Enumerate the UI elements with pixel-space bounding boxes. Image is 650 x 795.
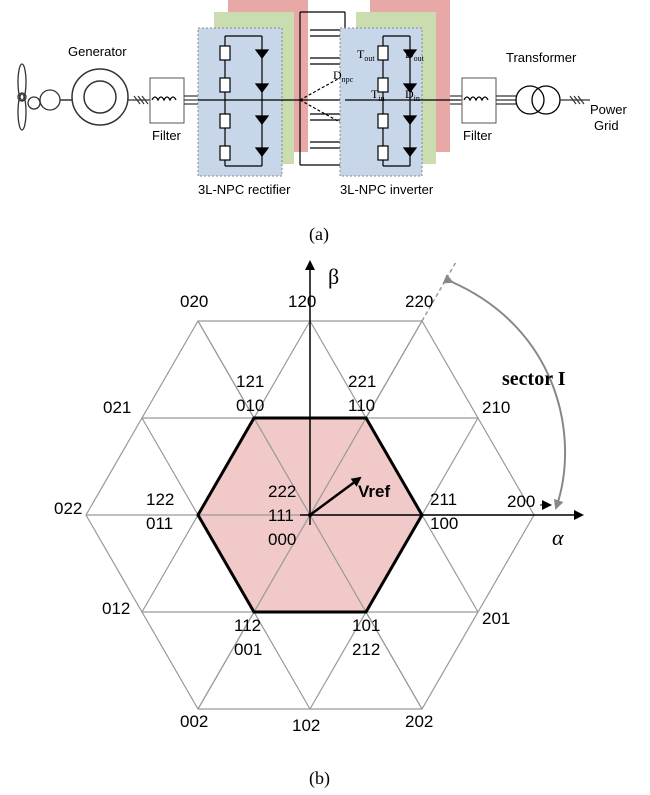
rectifier-phase-a-panel bbox=[197, 27, 283, 177]
code-011: 011 bbox=[146, 514, 173, 533]
panel-a-schematic: Generator Filter bbox=[17, 0, 628, 245]
d-out-label: Dout bbox=[405, 47, 425, 63]
code-121: 121 bbox=[236, 372, 264, 391]
inverter-switches bbox=[345, 35, 460, 167]
d-npc-label: Dnpc bbox=[333, 68, 354, 84]
code-101: 101 bbox=[352, 616, 380, 635]
code-111: 111 bbox=[268, 506, 294, 525]
code-110: 110 bbox=[348, 396, 375, 415]
t-in-label: Tin bbox=[371, 87, 385, 103]
rectifier-label: 3L-NPC rectifier bbox=[198, 182, 291, 197]
generator-icon bbox=[60, 68, 129, 126]
code-112: 112 bbox=[234, 616, 261, 635]
t-out-label: Tout bbox=[357, 47, 375, 63]
transformer-icon bbox=[515, 85, 561, 115]
right-filter-icon bbox=[461, 77, 497, 124]
grid-label-line2: Grid bbox=[594, 118, 619, 133]
sector-arc-arrow bbox=[442, 274, 566, 510]
sector-label: sector I bbox=[502, 368, 566, 390]
code-002: 002 bbox=[180, 712, 208, 731]
d-in-label: Din bbox=[405, 87, 420, 103]
code-202: 202 bbox=[405, 712, 433, 731]
wind-turbine-icon bbox=[17, 63, 61, 131]
code-212: 212 bbox=[352, 640, 380, 659]
code-022: 022 bbox=[54, 499, 82, 518]
code-010: 010 bbox=[236, 396, 264, 415]
vref-vector-arrow bbox=[309, 476, 362, 517]
code-020: 020 bbox=[180, 292, 208, 311]
filter-right-label: Filter bbox=[463, 128, 493, 143]
sector-boundary-dashed bbox=[421, 261, 457, 322]
rectifier-switches bbox=[198, 35, 300, 167]
left-filter-icon bbox=[149, 77, 185, 124]
beta-label: β bbox=[328, 264, 339, 289]
panel-b-space-vector-diagram: β α sector I Vref 222 111 000 020 120 22… bbox=[54, 260, 584, 789]
caption-a: (a) bbox=[309, 224, 329, 245]
code-001: 001 bbox=[234, 640, 262, 659]
origin-dot bbox=[308, 513, 312, 517]
code-021: 021 bbox=[103, 398, 131, 417]
code-122: 122 bbox=[146, 490, 174, 509]
code-102: 102 bbox=[292, 716, 320, 735]
inverter-label: 3L-NPC inverter bbox=[340, 182, 434, 197]
code-222: 222 bbox=[268, 482, 296, 501]
alpha-label: α bbox=[552, 525, 564, 550]
code-000: 000 bbox=[268, 530, 296, 549]
code-220: 220 bbox=[405, 292, 433, 311]
code-201: 201 bbox=[482, 609, 510, 628]
code-211: 211 bbox=[430, 490, 457, 509]
grid-label-line1: Power bbox=[590, 102, 628, 117]
code-221: 221 bbox=[348, 372, 376, 391]
caption-b: (b) bbox=[309, 768, 330, 789]
filter-left-label: Filter bbox=[152, 128, 182, 143]
transformer-label: Transformer bbox=[506, 50, 577, 65]
generator-label: Generator bbox=[68, 44, 127, 59]
code-200: 200 bbox=[507, 492, 535, 511]
code-012: 012 bbox=[102, 599, 130, 618]
code-120: 120 bbox=[288, 292, 316, 311]
vref-label: Vref bbox=[358, 482, 390, 501]
code-210: 210 bbox=[482, 398, 510, 417]
code-100: 100 bbox=[430, 514, 458, 533]
